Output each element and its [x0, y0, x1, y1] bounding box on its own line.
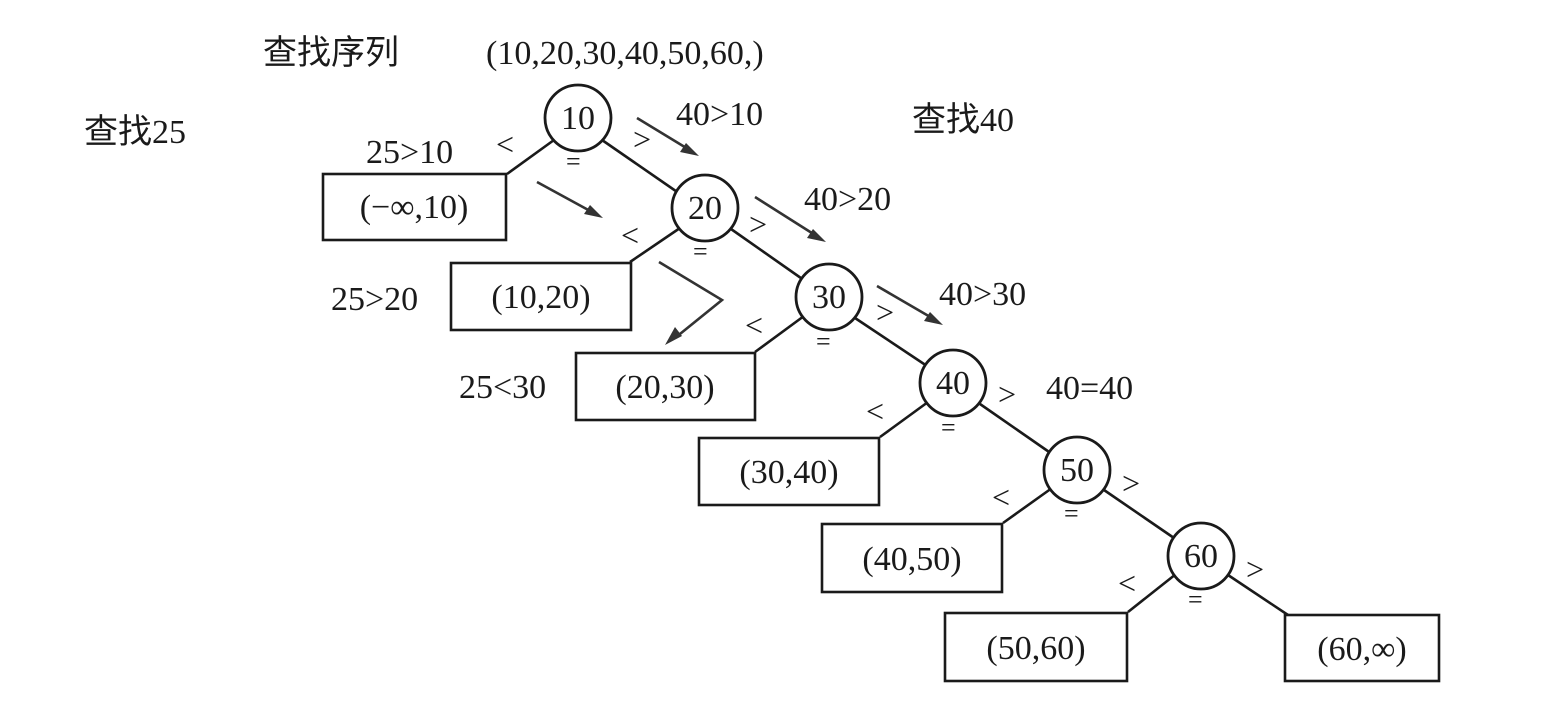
leaf-label: (10,20) — [491, 279, 590, 316]
equal-symbol: = — [1064, 499, 1079, 528]
greater-than-symbol: > — [749, 206, 767, 242]
leaf-label: (60,∞) — [1317, 631, 1406, 668]
edge-40-leaf — [879, 400, 929, 439]
edge-10-leaf — [506, 138, 555, 176]
node-value: 50 — [1060, 452, 1094, 489]
leaf-label: (30,40) — [739, 454, 838, 491]
edge-30-leaf — [754, 314, 805, 354]
less-than-symbol: < — [866, 393, 884, 429]
greater-than-symbol: > — [633, 121, 651, 157]
search-25-label: 查找25 — [84, 113, 186, 151]
equal-symbol: = — [941, 413, 956, 442]
leaf-interval-6: (50,60) — [943, 611, 1129, 683]
leaf-interval-7: (60,∞) — [1283, 613, 1441, 683]
tree-node-40: 40 — [918, 348, 988, 418]
node-value: 10 — [561, 100, 595, 137]
greater-than-symbol: > — [1122, 465, 1140, 501]
node-value: 20 — [688, 190, 722, 227]
search-40-step-4: 40=40 — [1046, 370, 1133, 407]
sequence-label: 查找序列 — [263, 34, 399, 72]
greater-than-symbol: > — [1246, 551, 1264, 587]
leaf-label: (50,60) — [986, 630, 1085, 667]
tree-node-10: 10 — [543, 83, 613, 153]
tree-node-60: 60 — [1166, 521, 1236, 591]
search-25-step-1: 25>10 — [366, 134, 453, 171]
leaf-interval-4: (30,40) — [697, 436, 881, 507]
tree-node-50: 50 — [1042, 435, 1112, 505]
edge-60-left-leaf — [1127, 572, 1177, 614]
search-25-arrow-2 — [658, 260, 725, 345]
edge-20-30 — [730, 227, 809, 285]
less-than-symbol: < — [496, 126, 514, 162]
less-than-symbol: < — [1118, 565, 1136, 601]
search-40-arrow-1 — [636, 116, 699, 156]
search-25-step-3: 25<30 — [459, 369, 546, 406]
equal-symbol: = — [1188, 585, 1203, 614]
leaf-interval-3: (20,30) — [574, 351, 757, 422]
search-40-arrow-2 — [754, 195, 826, 242]
node-value: 30 — [812, 279, 846, 316]
greater-than-symbol: > — [876, 294, 894, 330]
edge-10-20 — [601, 138, 684, 198]
edge-60-leaf — [1227, 573, 1289, 617]
edge-50-60 — [1103, 488, 1175, 540]
leaf-label: (40,50) — [862, 541, 961, 578]
search-40-step-3: 40>30 — [939, 276, 1026, 313]
tree-node-30: 30 — [794, 262, 864, 332]
equal-symbol: = — [693, 237, 708, 266]
less-than-symbol: < — [745, 307, 763, 343]
leaf-label: (−∞,10) — [360, 189, 469, 226]
search-40-step-1: 40>10 — [676, 96, 763, 133]
edge-40-50 — [979, 402, 1053, 456]
tree-node-20: 20 — [670, 173, 740, 243]
search-25-step-2: 25>20 — [331, 281, 418, 318]
sequence-values: (10,20,30,40,50,60,) — [486, 35, 764, 72]
search-25-arrow-1 — [536, 180, 603, 218]
edge-30-40 — [854, 316, 931, 370]
node-value: 40 — [936, 365, 970, 402]
search-40-arrow-3 — [876, 284, 943, 325]
less-than-symbol: < — [621, 217, 639, 253]
leaf-label: (20,30) — [615, 369, 714, 406]
equal-symbol: = — [816, 327, 831, 356]
edge-20-leaf — [629, 226, 681, 264]
leaf-interval-2: (10,20) — [449, 261, 633, 332]
leaf-interval-1: (−∞,10) — [321, 172, 508, 242]
search-40-step-2: 40>20 — [804, 181, 891, 218]
equal-symbol: = — [566, 147, 581, 176]
search-40-label: 查找40 — [912, 101, 1014, 139]
greater-than-symbol: > — [998, 376, 1016, 412]
edge-50-leaf — [1002, 486, 1053, 525]
less-than-symbol: < — [992, 479, 1010, 515]
node-value: 60 — [1184, 538, 1218, 575]
leaf-interval-5: (40,50) — [820, 522, 1004, 594]
